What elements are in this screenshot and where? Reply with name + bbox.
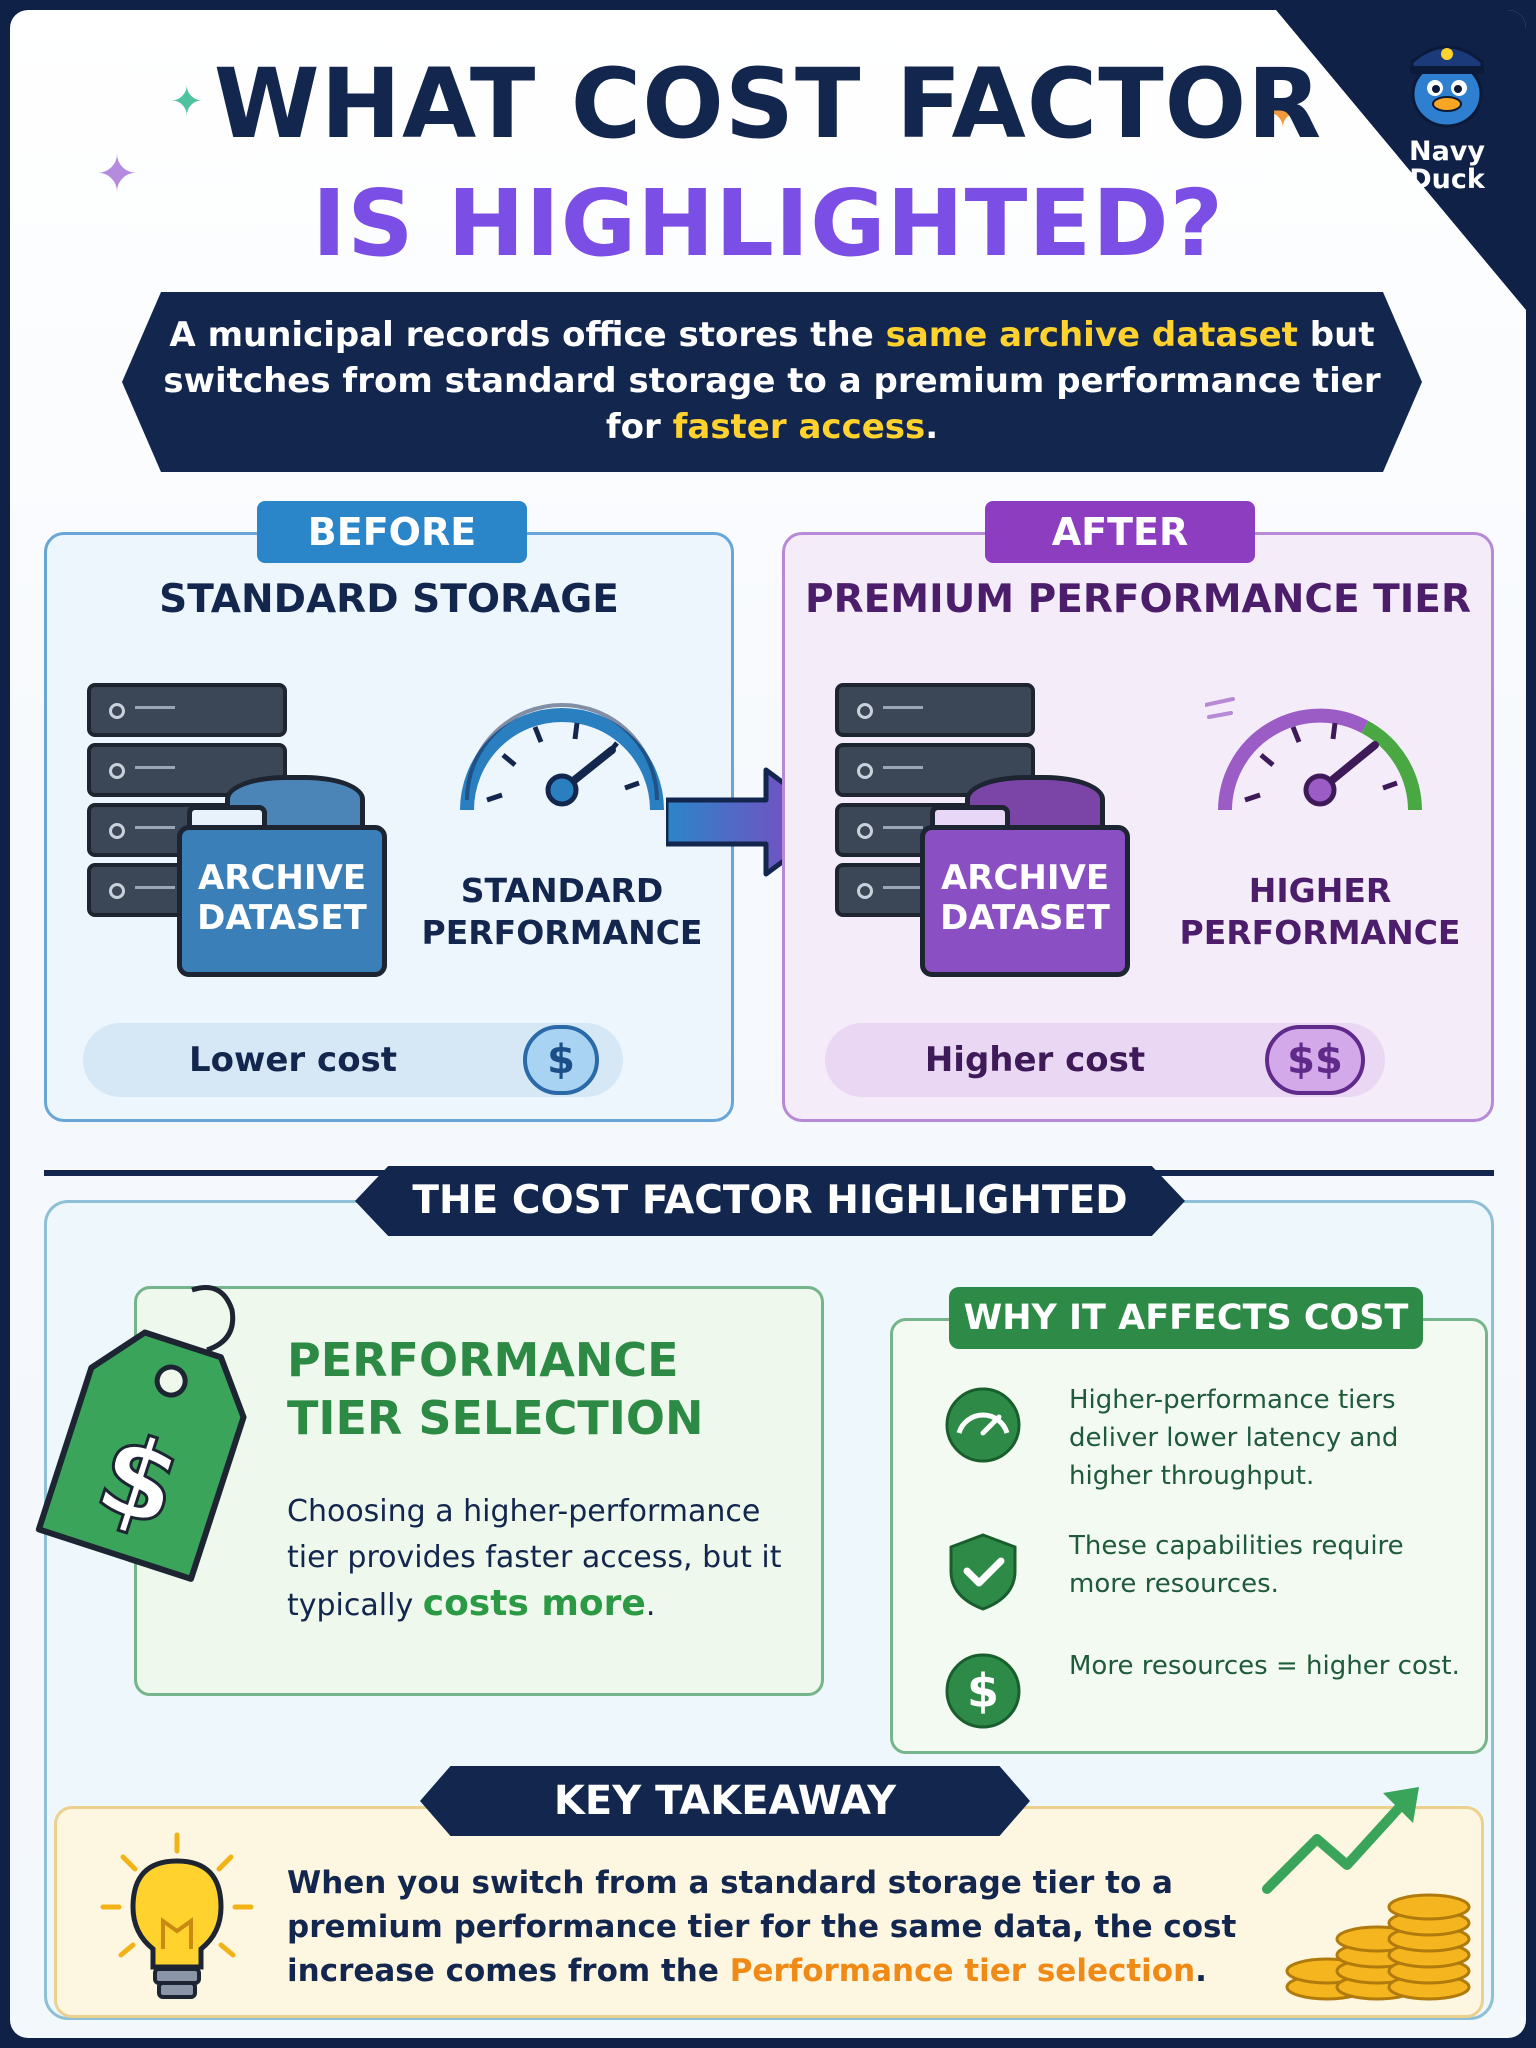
why-item: These capabilities require more resource… [943,1531,1463,1641]
after-panel: AFTER PREMIUM PERFORMANCE TIER ARCHIVE D… [782,501,1494,1122]
higher-cost-pill: Higher cost $$ [825,1023,1385,1097]
lightbulb-icon [100,1832,254,1999]
shield-check-icon [949,1533,1017,1611]
cost-factor-line: TIER SELECTION [287,1391,704,1445]
intro-highlight-access: faster access [672,407,926,447]
gauge-label-line: HIGHER [1248,871,1392,910]
before-panel: BEFORE STANDARD STORAGE ARCHIVE DATASET [44,501,734,1122]
takeaway-highlight: Performance tier selection [729,1953,1196,1989]
performance-tier-card: PERFORMANCE TIER SELECTION Choosing a hi… [134,1286,824,1696]
brand-name: Navy Duck [1408,136,1486,195]
intro-text: . [925,407,939,447]
title-line-2: IS HIGHLIGHTED? [312,170,1224,277]
cost-label: Higher cost [924,1040,1146,1080]
scenario-banner: A municipal records office stores the sa… [122,292,1422,472]
why-item: Higher-performance tiers deliver lower l… [943,1385,1463,1495]
archive-folder-icon: ARCHIVE DATASET [177,825,387,977]
folder-label: DATASET [197,898,367,938]
why-item: $ More resources = higher cost. [943,1651,1463,1761]
gauge-label-line: PERFORMANCE [421,913,703,952]
price-tag-icon: $ [35,1285,247,1582]
takeaway-body: When you switch from a standard storage … [287,1865,1237,1989]
rising-coins-icon [1262,1787,1471,2001]
dollar-icon: $ [945,1653,1021,1729]
before-title: STANDARD STORAGE [159,577,619,622]
archive-folder-icon: ARCHIVE DATASET [920,825,1130,977]
after-title: PREMIUM PERFORMANCE TIER [805,577,1471,622]
why-item-text: More resources = higher cost. [1069,1651,1460,1681]
before-tag: BEFORE [257,501,527,563]
infographic-page: Navy Duck ✦ ✦ ✦ WHAT COST FACTOR IS HIGH… [10,10,1526,2038]
duck-mascot-icon [1410,45,1484,128]
description-highlight: costs more [422,1583,646,1624]
folder-label: DATASET [940,898,1110,938]
takeaway-body: . [1195,1953,1207,1989]
intro-text: but switches from standard storage to a … [163,315,1381,447]
brand-logo: Navy Duck [1382,32,1512,194]
sparkle-icon: ✦ [170,79,204,125]
title-line-1: WHAT COST FACTOR [213,48,1323,160]
double-dollar-coin-icon: $$ [1265,1025,1365,1095]
speedometer-icon [945,1387,1021,1463]
single-dollar-coin-icon: $ [523,1025,599,1095]
section-title: THE COST FACTOR HIGHLIGHTED [355,1166,1185,1236]
cost-label: Lower cost [188,1040,398,1080]
svg-text:$: $ [967,1664,999,1718]
key-takeaway-title: KEY TAKEAWAY [420,1766,1030,1836]
lower-cost-pill: Lower cost $ [83,1023,623,1097]
gauge-label-line: PERFORMANCE [1179,913,1461,952]
standard-gauge-icon [460,703,664,811]
after-tag: AFTER [985,501,1255,563]
why-item-text: Higher-performance tiers deliver lower l… [1069,1385,1399,1491]
sparkle-icon: ✦ [1266,91,1300,137]
why-item-text: These capabilities require more resource… [1069,1531,1404,1599]
key-takeaway-card: When you switch from a standard storage … [54,1787,1484,2018]
cost-factor-line: PERFORMANCE [287,1333,679,1387]
sparkle-icon: ✦ [96,145,138,203]
high-performance-gauge-icon [1205,697,1422,811]
description-text: . [645,1588,656,1623]
intro-highlight-dataset: same archive dataset [885,315,1298,355]
description-text: Choosing a higher-performance tier provi… [287,1494,782,1623]
why-title: WHY IT AFFECTS COST [949,1287,1423,1349]
intro-text: A municipal records office stores the [169,315,886,355]
cost-factor-description: Choosing a higher-performance tier provi… [287,1489,807,1629]
why-it-affects-cost-card: WHY IT AFFECTS COST Higher-performance t… [890,1287,1488,1754]
gauge-label-line: STANDARD [460,871,664,910]
cost-factor-name: PERFORMANCE TIER SELECTION [287,1331,807,1447]
standard-performance-label: STANDARD PERFORMANCE [412,870,712,954]
folder-label: ARCHIVE [197,858,367,898]
folder-label: ARCHIVE [940,858,1110,898]
takeaway-text: When you switch from a standard storage … [287,1861,1267,1993]
higher-performance-label: HIGHER PERFORMANCE [1170,870,1470,954]
